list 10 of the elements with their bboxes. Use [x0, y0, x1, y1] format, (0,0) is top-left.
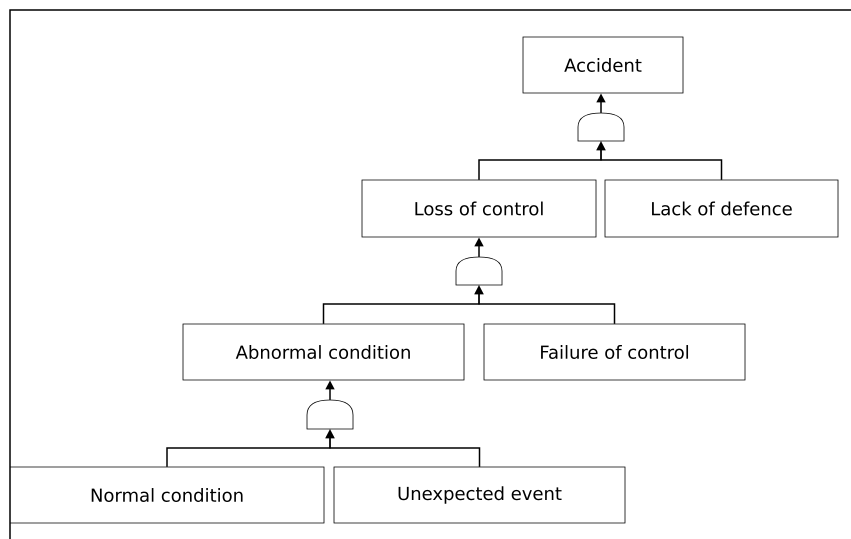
event-box: Failure of control	[484, 324, 746, 380]
event-box: Unexpected event	[334, 466, 626, 524]
and-gate	[456, 256, 502, 286]
and-gate	[306, 400, 354, 430]
event-box: Loss of control	[362, 180, 596, 238]
event-box: Abnormal condition	[182, 324, 464, 380]
event-box: Lack of defence	[604, 180, 838, 238]
event-box: Accident	[522, 36, 684, 94]
and-gate	[578, 112, 624, 142]
event-box: Normal condition	[10, 466, 324, 524]
